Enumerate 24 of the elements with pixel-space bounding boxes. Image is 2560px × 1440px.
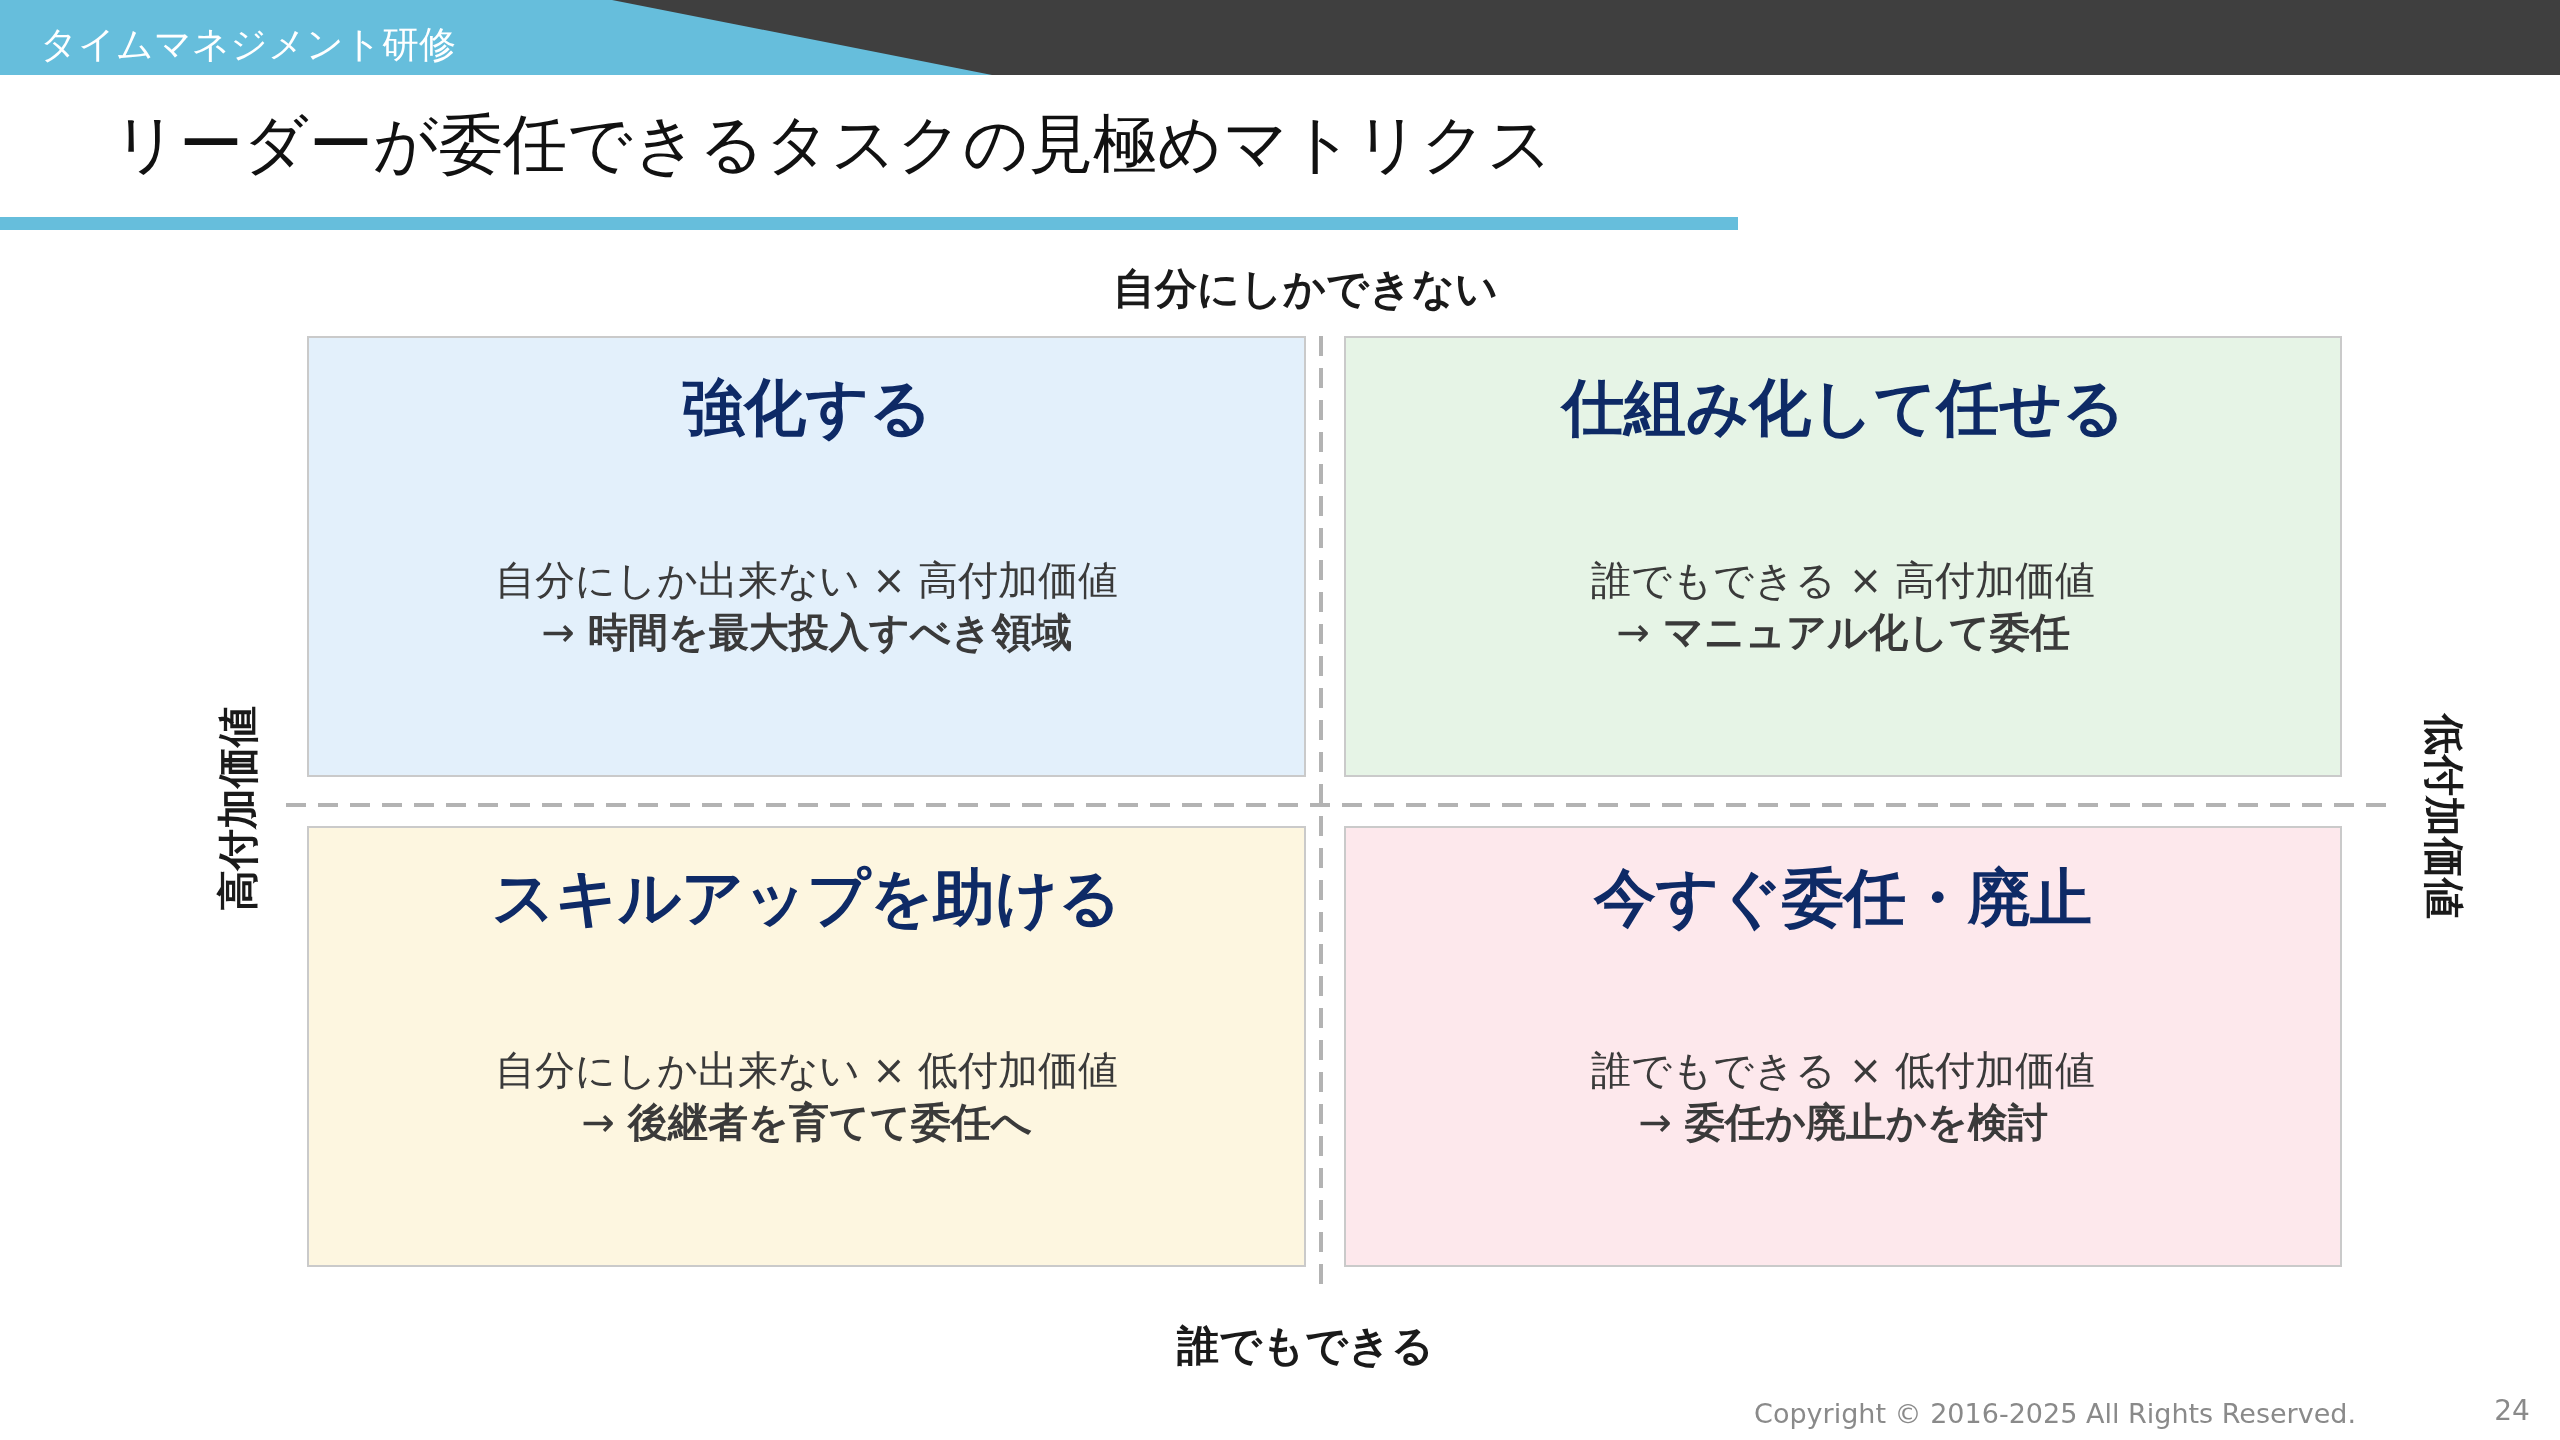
quadrant-heading: 仕組み化して任せる	[1561, 370, 2125, 446]
quadrant-text: 誰でもできる × 高付加価値	[1591, 556, 2095, 605]
quadrant-text: 自分にしか出来ない × 高付加価値	[494, 556, 1119, 605]
quadrant-box	[307, 826, 1306, 1267]
axis-label: 低付加価値	[2422, 713, 2464, 919]
quadrant-text: → 委任か廃止かを検討	[1638, 1098, 2048, 1147]
quadrant-text: 自分にしか出来ない × 低付加価値	[494, 1046, 1119, 1095]
quadrant-heading: 今すぐ委任・廃止	[1594, 860, 2092, 936]
quadrant-text: → マニュアル化して委任	[1616, 608, 2070, 657]
quadrant-text: → 後継者を育てて委任へ	[581, 1098, 1032, 1147]
header-label: タイムマネジメント研修	[40, 23, 456, 67]
axis-label: 自分にしかできない	[1112, 264, 1498, 314]
quadrant-text: 誰でもできる × 低付加価値	[1591, 1046, 2095, 1095]
quadrant-box	[1344, 336, 2342, 777]
quadrant-box	[1344, 826, 2342, 1267]
quadrant-box	[307, 336, 1306, 777]
quadrant-text: → 時間を最大投入すべき領域	[541, 608, 1072, 657]
page-number: 24	[2494, 1394, 2530, 1428]
quadrant-heading: スキルアップを助ける	[492, 860, 1121, 936]
axis-label: 誰でもできる	[1176, 1321, 1434, 1371]
slide-title: リーダーが委任できるタスクの見極めマトリクス	[113, 106, 1553, 183]
axis-label: 高付加価値	[217, 705, 259, 911]
quadrant-heading: 強化する	[681, 370, 932, 446]
copyright-notice: Copyright © 2016-2025 All Rights Reserved.	[1754, 1398, 2356, 1430]
